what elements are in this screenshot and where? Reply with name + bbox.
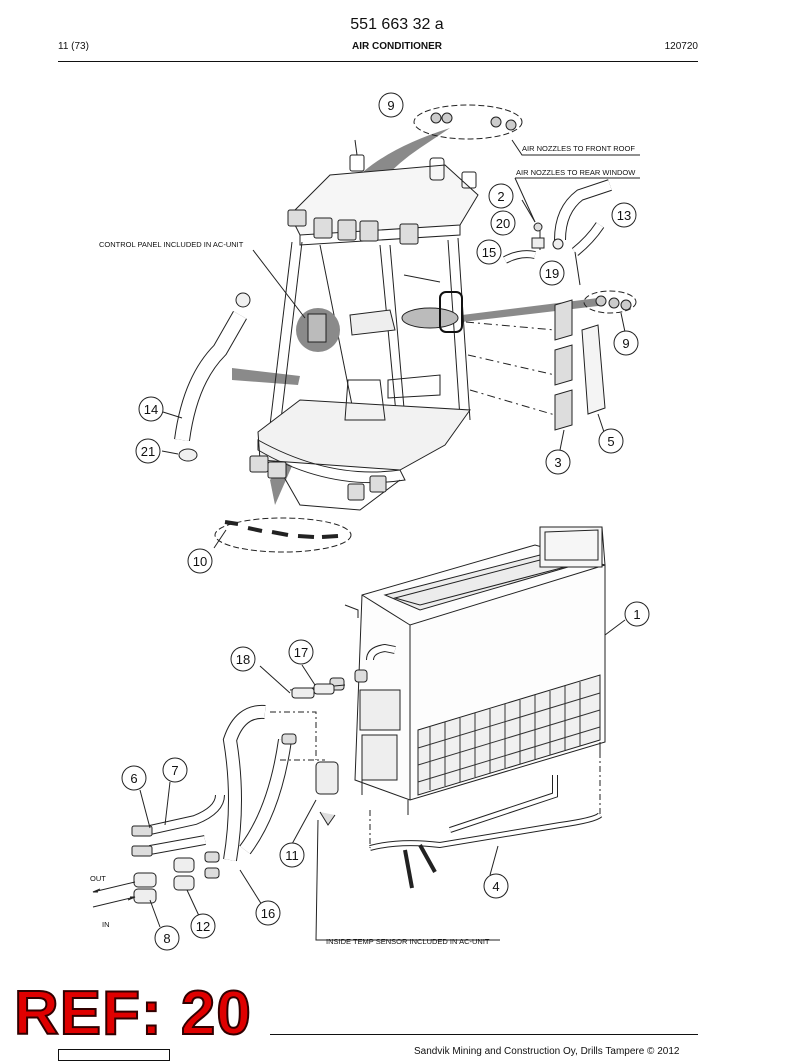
- callout-7: 7: [171, 763, 178, 778]
- label-nozzles-rear-window: AIR NOZZLES TO REAR WINDOW: [516, 168, 636, 177]
- footer-divider: [270, 1034, 698, 1035]
- callout-9-right: 9: [622, 336, 629, 351]
- callout-18: 18: [236, 652, 250, 667]
- callout-5: 5: [607, 434, 614, 449]
- callout-14: 14: [144, 402, 158, 417]
- callout-11: 11: [285, 848, 299, 863]
- callout-19: 19: [545, 266, 559, 281]
- callout-12: 12: [196, 919, 210, 934]
- callout-9-top: 9: [387, 98, 394, 113]
- callout-3: 3: [554, 455, 561, 470]
- callout-20: 20: [496, 216, 510, 231]
- document-number: 551 663 32 a: [350, 16, 444, 33]
- footer-copyright: Sandvik Mining and Construction Oy, Dril…: [414, 1046, 680, 1057]
- label-out: OUT: [90, 874, 106, 883]
- ref-stamp: REF: 20: [13, 979, 252, 1048]
- page-number: 11 (73): [58, 41, 89, 52]
- page-title: AIR CONDITIONER: [352, 41, 442, 52]
- callout-2: 2: [497, 189, 504, 204]
- label-temp-sensor: INSIDE TEMP SENSOR INCLUDED IN AC-UNIT: [326, 937, 490, 946]
- label-in: IN: [102, 920, 110, 929]
- callout-21: 21: [141, 444, 155, 459]
- callout-10: 10: [193, 554, 207, 569]
- callout-8: 8: [163, 931, 170, 946]
- label-control-panel: CONTROL PANEL INCLUDED IN AC-UNIT: [99, 240, 244, 249]
- header-divider: [58, 61, 698, 62]
- callout-6: 6: [130, 771, 137, 786]
- brand-logo-box: [58, 1049, 170, 1061]
- callout-15: 15: [482, 245, 496, 260]
- callout-17: 17: [294, 645, 308, 660]
- callout-16: 16: [261, 906, 275, 921]
- callout-13: 13: [617, 208, 631, 223]
- callout-4: 4: [492, 879, 499, 894]
- document-date: 120720: [664, 41, 698, 52]
- callout-1: 1: [633, 607, 640, 622]
- label-nozzles-front-roof: AIR NOZZLES TO FRONT ROOF: [522, 144, 635, 153]
